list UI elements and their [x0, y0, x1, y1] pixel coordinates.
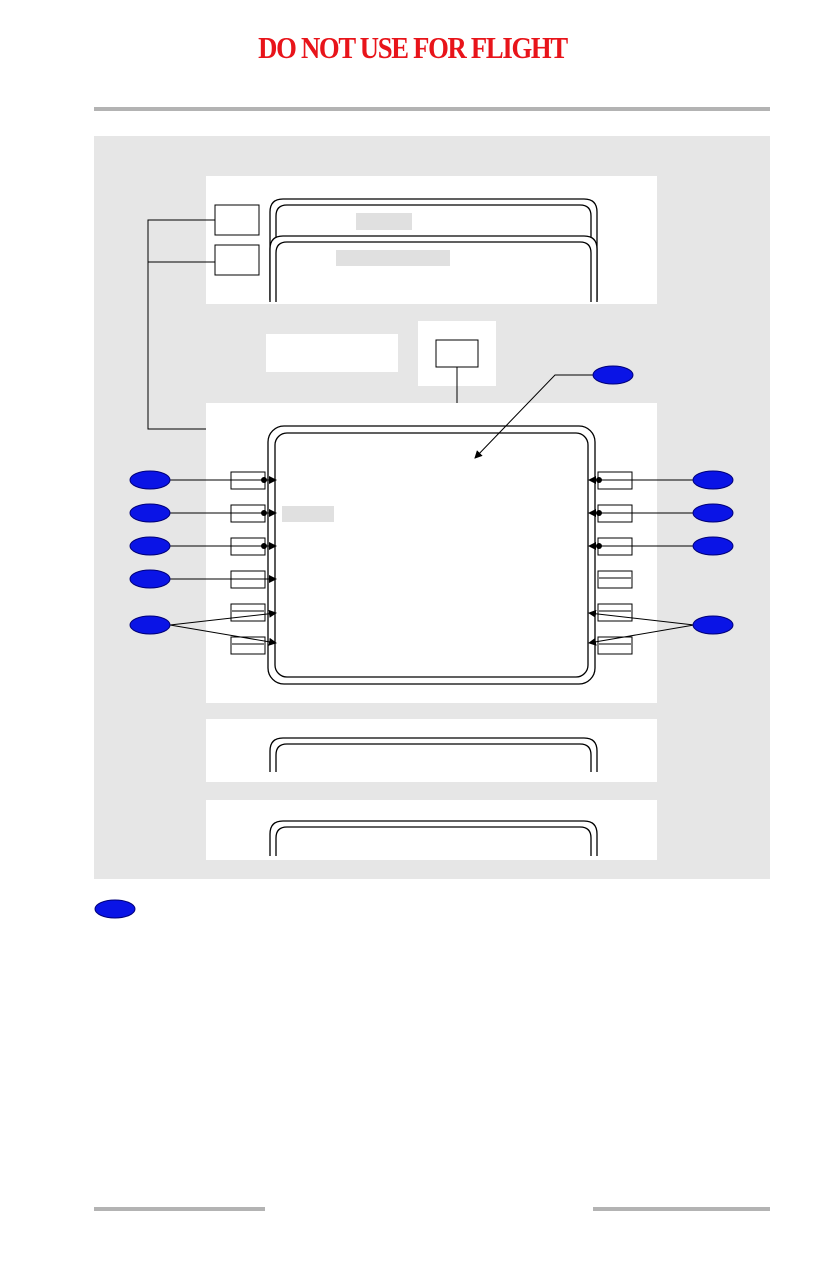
- display-screen-outer: [267, 425, 596, 685]
- callout-right-4: [692, 615, 734, 635]
- line-select-key-lower: [214, 244, 260, 276]
- callout-markers: [129, 365, 734, 635]
- callout-title: [592, 365, 634, 385]
- page-link-bracket: [147, 219, 240, 430]
- left-leader-lines: [169, 476, 277, 646]
- display-screen-inner: [274, 432, 589, 678]
- footer-rule-right: [593, 1207, 770, 1211]
- left-lsk-dots: [261, 477, 267, 549]
- legend-callout: [94, 899, 136, 919]
- do-not-use-for-flight-banner: DO NOT USE FOR FLIGHT: [258, 30, 568, 65]
- right-lsk-5: [597, 603, 633, 622]
- page-stack-panel: [206, 176, 657, 304]
- callout-right-2: [692, 503, 734, 523]
- display-label-placeholder: [282, 506, 334, 522]
- lower-display-panel-2: [206, 800, 657, 860]
- main-display-panel: [206, 403, 657, 703]
- callout-left-2: [129, 503, 171, 523]
- page-key: [435, 339, 479, 368]
- callout-right-3: [692, 536, 734, 556]
- callout-left-4: [129, 569, 171, 589]
- right-lsk-6: [597, 636, 633, 655]
- header-rule: [94, 107, 770, 111]
- right-leader-lines: [588, 476, 695, 646]
- callout-left-1: [129, 470, 171, 490]
- page-front-outline-outer: [269, 235, 598, 302]
- left-lsk-5: [230, 603, 266, 622]
- left-lsk-6: [230, 636, 266, 655]
- page-key-panel: [418, 321, 496, 426]
- right-lsk-4: [597, 570, 633, 589]
- right-lsk-dots: [596, 477, 602, 549]
- callout-left-5: [129, 615, 171, 635]
- line-select-key-upper: [214, 204, 260, 236]
- page-back-outline-outer: [269, 198, 598, 300]
- middle-label-panel: [266, 334, 398, 372]
- footer-rule-left: [94, 1207, 265, 1211]
- page-front-outline-inner: [275, 241, 592, 302]
- lower-display-panel-1: [206, 719, 657, 782]
- callout-right-1: [692, 470, 734, 490]
- page-back-outline-inner: [275, 204, 592, 300]
- callout-left-3: [129, 536, 171, 556]
- page-back-label-placeholder: [356, 213, 412, 230]
- page-front-label-placeholder: [336, 250, 450, 266]
- title-callout-leader: [474, 374, 594, 459]
